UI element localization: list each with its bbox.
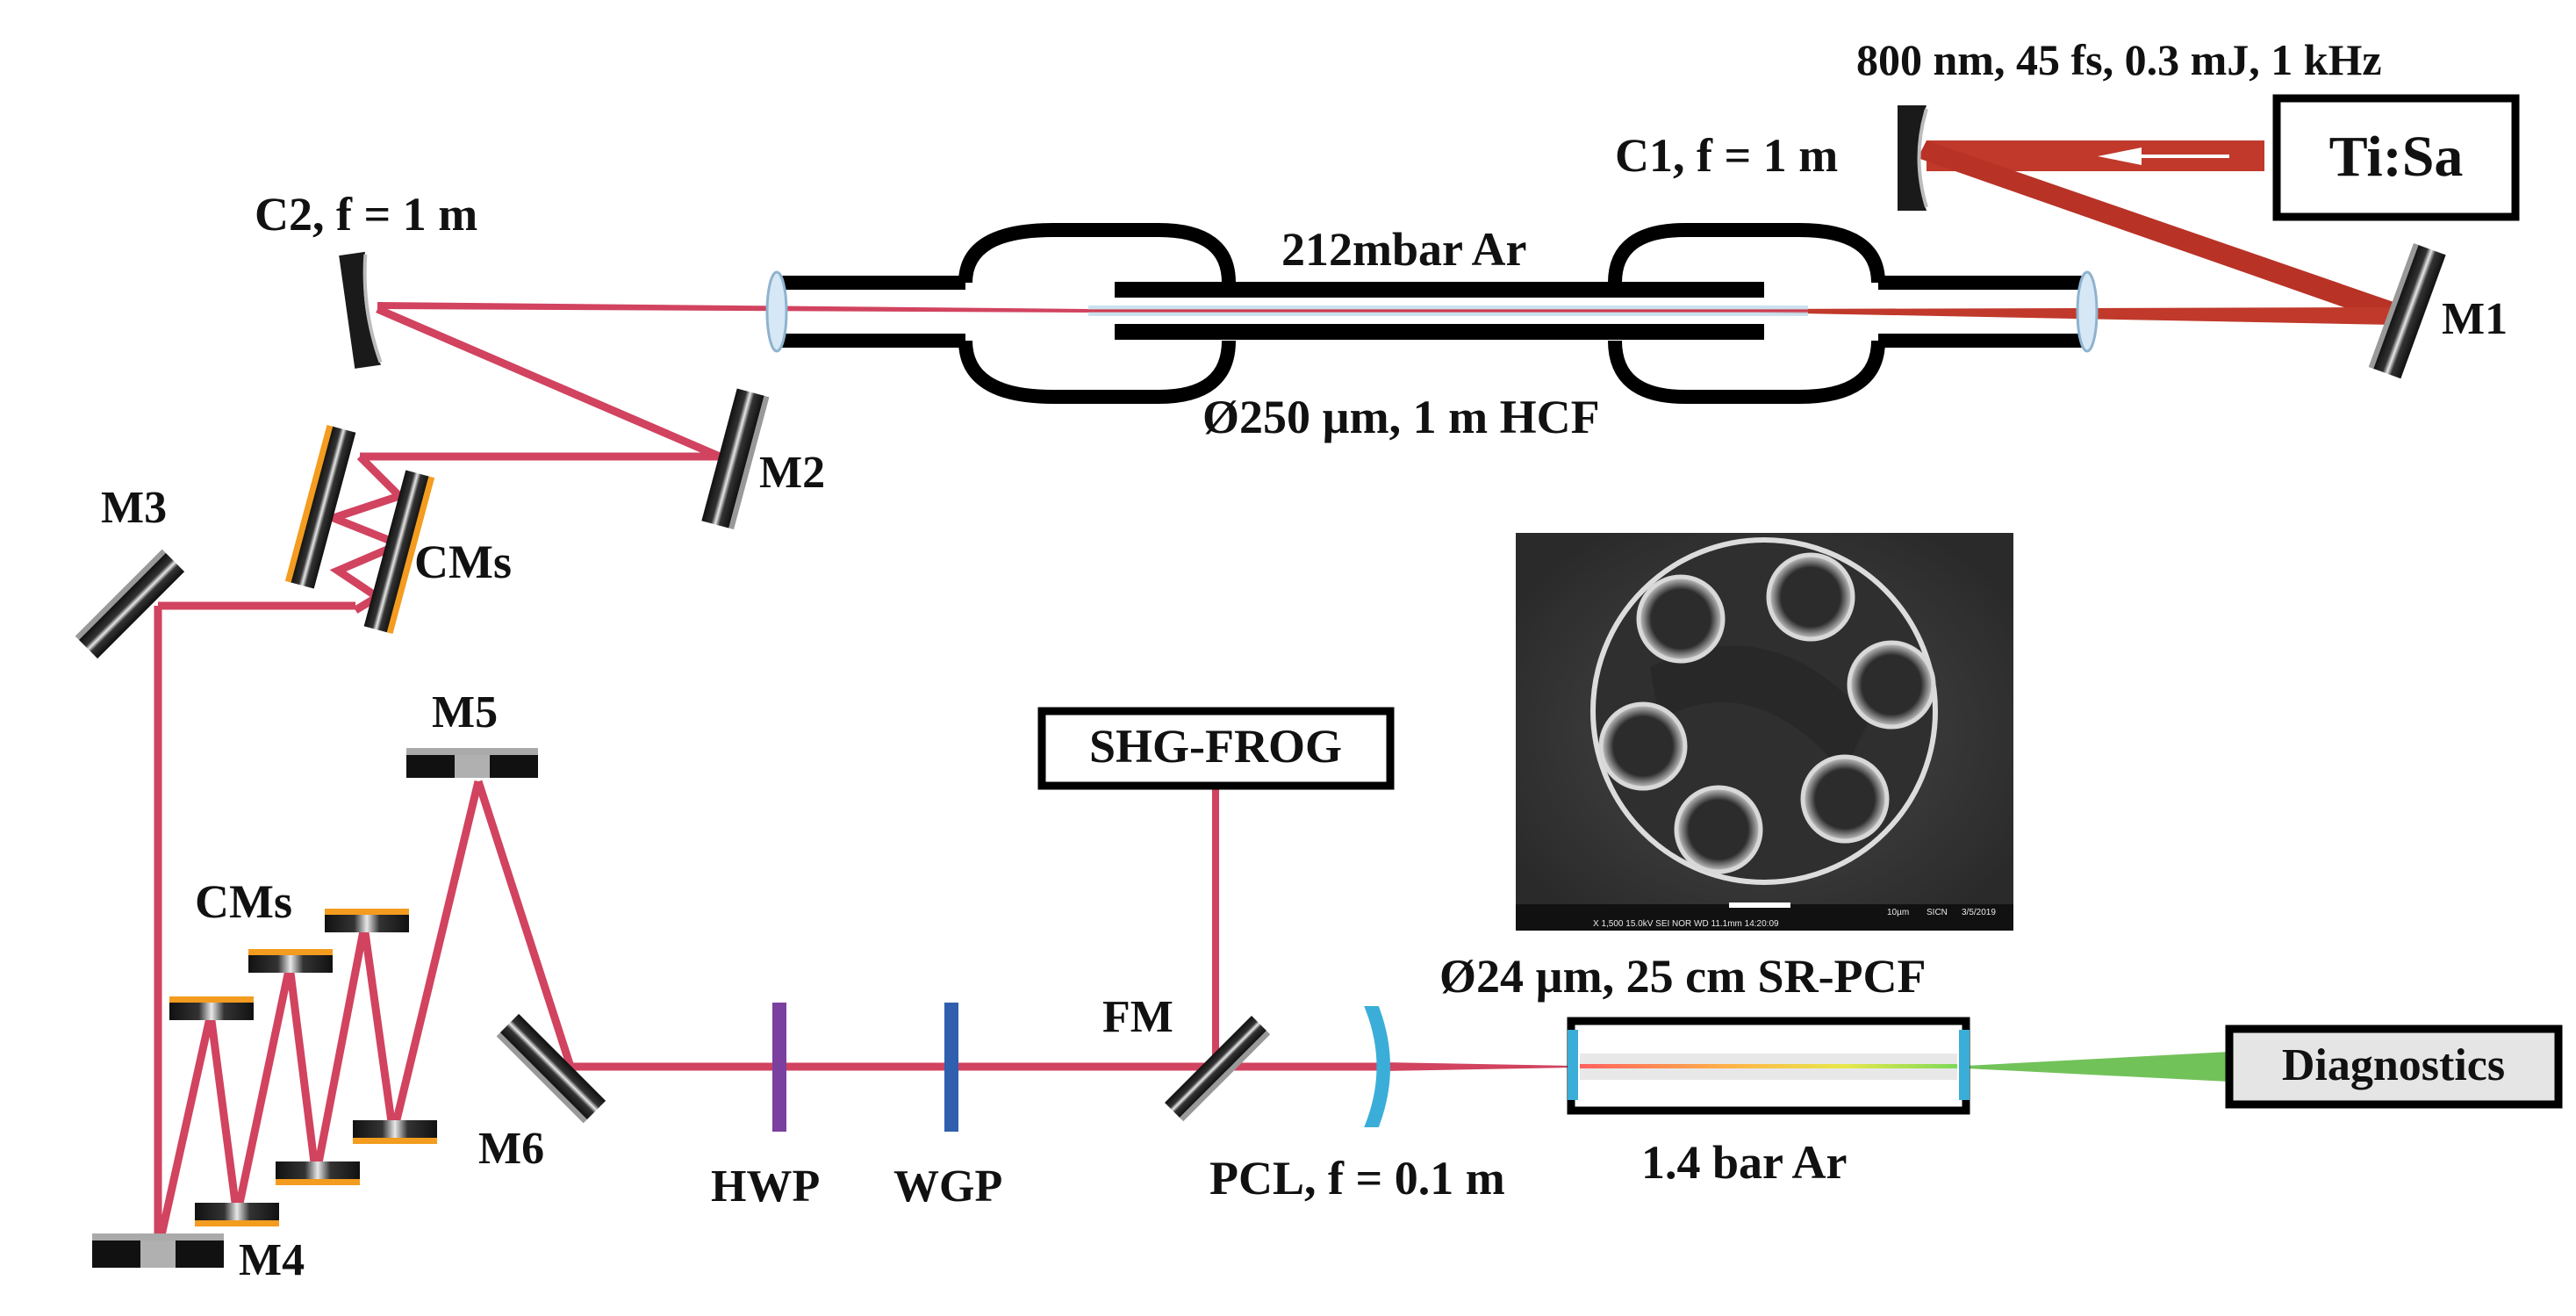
cm-upper-right (363, 470, 435, 635)
m1-label: M1 (2442, 294, 2508, 344)
laser-label: Ti:Sa (2329, 125, 2464, 189)
pcf-label: Ø24 µm, 25 cm SR-PCF (1439, 950, 1927, 1003)
m2-label: M2 (759, 448, 825, 498)
sem-brand: SICN (1927, 908, 1948, 917)
capillary-6 (1674, 785, 1763, 874)
fm-label: FM (1102, 992, 1173, 1042)
sem-scale-label: 10µm (1887, 908, 1909, 917)
beam-pcl-to-pcf (1382, 1062, 1571, 1071)
shg-frog-label: SHG-FROG (1089, 720, 1342, 773)
diagnostics-box (2225, 1025, 2563, 1109)
m1-mirror (2368, 242, 2446, 379)
capillary-5 (1800, 754, 1890, 844)
wgp-label: WGP (893, 1161, 1002, 1212)
cms-lower-array (169, 909, 437, 1226)
beam-laser-to-c1 (1927, 140, 2264, 171)
source-specs: 800 nm, 45 fs, 0.3 mJ, 1 kHz (1856, 35, 2382, 84)
gas-pressure-2: 1.4 bar Ar (1641, 1136, 1848, 1189)
beam-c2-to-m2 (376, 305, 721, 461)
c1-mirror (1898, 105, 1927, 211)
m6-mirror (496, 1013, 606, 1124)
pcf-window-right (1959, 1030, 1970, 1100)
shg-frog-box (1037, 707, 1395, 790)
gas-pressure-1: 212mbar Ar (1281, 223, 1527, 276)
cm-bottom-2 (276, 1161, 360, 1185)
pcf-window-left (1568, 1030, 1578, 1100)
wire-grid-polarizer (944, 1003, 958, 1132)
pcf-gas-cell (1567, 1017, 1970, 1115)
diagnostics-label: Diagnostics (2282, 1040, 2505, 1090)
m4-mirror (92, 1233, 224, 1268)
beam-pcf-to-diagnostics (1966, 1052, 2229, 1082)
hcf-chamber (765, 223, 2099, 404)
cm-top-2 (248, 949, 333, 973)
m6-label: M6 (478, 1124, 544, 1174)
beam-paths (154, 140, 2396, 1252)
beam-cms-zigzag-lower (154, 780, 483, 1252)
beam-hcf-to-c2 (377, 302, 1088, 313)
m5-label: M5 (432, 687, 498, 737)
m3-label: M3 (101, 483, 167, 533)
cm-upper-left (284, 424, 356, 589)
sem-date: 3/5/2019 (1962, 908, 1996, 917)
beam-m1-to-hcf (1755, 307, 2394, 325)
flip-mirror (1165, 1016, 1271, 1122)
hcf-window-left (765, 270, 788, 353)
laser-box (2272, 94, 2520, 221)
cm-bottom-1 (195, 1203, 279, 1226)
capillary-3 (1847, 640, 1936, 730)
cm-top-3 (325, 909, 409, 932)
cm-top-1 (169, 996, 254, 1020)
c1-label: C1, f = 1 m (1615, 129, 1838, 182)
hcf-left-cell (958, 223, 1236, 404)
cm-bottom-3 (353, 1120, 437, 1144)
sem-scale-bar (1729, 903, 1790, 908)
m2-mirror (701, 388, 770, 530)
capillary-1 (1636, 574, 1726, 664)
hcf-right-cell (1608, 223, 1885, 404)
beam-direction-arrow (2098, 147, 2142, 165)
capillary-4 (1598, 701, 1688, 791)
c2-label: C2, f = 1 m (255, 188, 477, 241)
c1-mirror-face (1917, 108, 1928, 208)
pcl-label: PCL, f = 0.1 m (1209, 1152, 1505, 1205)
plano-convex-lens (1364, 1006, 1390, 1127)
beam-c1-to-m1 (1918, 140, 2396, 323)
m3-mirror (75, 549, 185, 659)
hcf-window-right (2076, 270, 2099, 353)
half-wave-plate (772, 1003, 786, 1132)
hwp-label: HWP (711, 1161, 820, 1212)
cms-lower-label: CMs (195, 875, 292, 928)
sem-footer: X 1,500 15.0kV SEI NOR WD 11.1mm 14:20:0… (1593, 919, 1779, 929)
m5-mirror (406, 748, 538, 778)
cms-upper-pair (284, 424, 435, 635)
m4-label: M4 (239, 1235, 305, 1285)
sem-image-inset: 10µm SICN 3/5/2019 X 1,500 15.0kV SEI NO… (1516, 533, 2013, 931)
cms-upper-label: CMs (414, 536, 512, 588)
ti-sa-laser: Ti:Sa (2098, 94, 2520, 221)
capillary-2 (1766, 552, 1855, 642)
beam-m5-to-m6 (474, 780, 575, 1068)
c2-mirror (339, 251, 383, 369)
hcf-label: Ø250 µm, 1 m HCF (1202, 391, 1600, 443)
